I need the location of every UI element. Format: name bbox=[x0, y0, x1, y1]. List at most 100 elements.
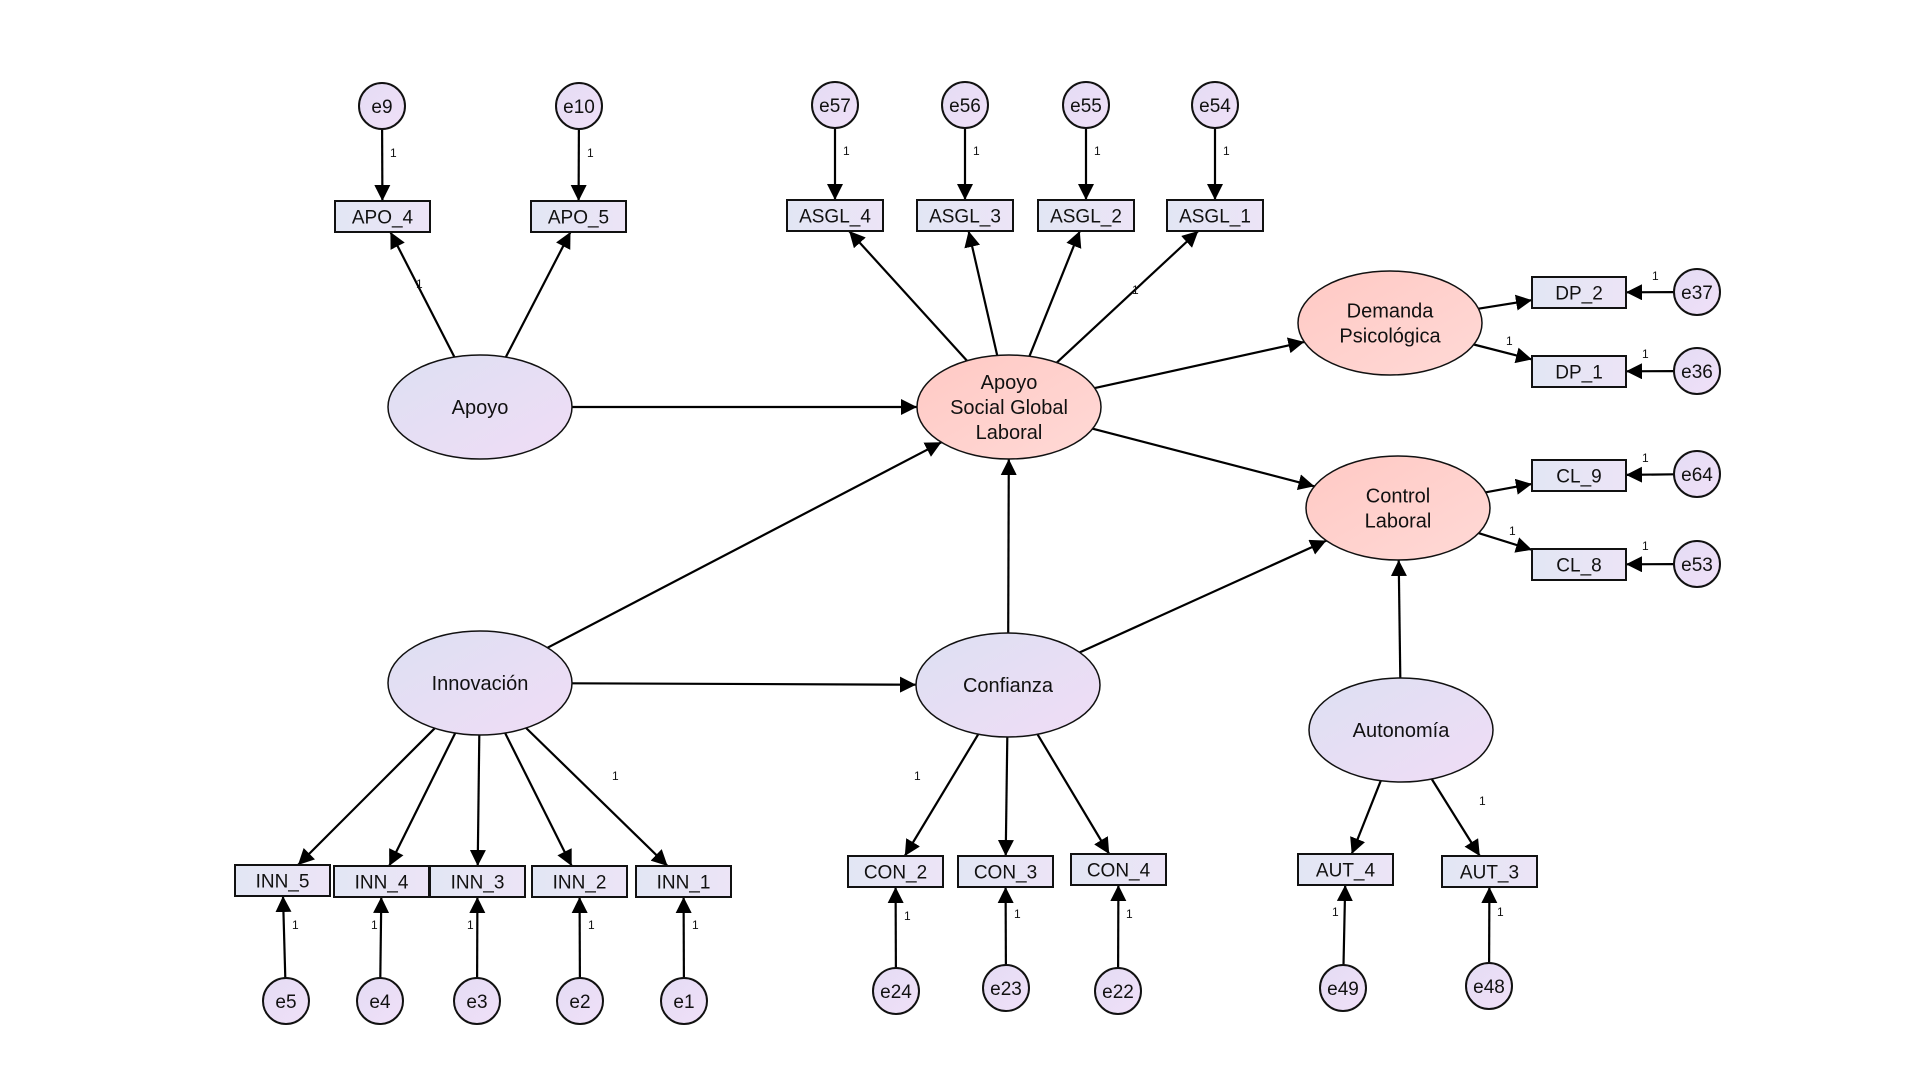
latent-variable-autonomia[interactable]: Autonomía bbox=[1308, 677, 1494, 783]
fixed-loading-label: 1 bbox=[416, 277, 423, 291]
error-label: e37 bbox=[1681, 283, 1713, 304]
fixed-error-weight-label: 1 bbox=[390, 146, 397, 160]
error-circle bbox=[1094, 967, 1142, 1015]
loading-path-apoyo-to-APO_4 bbox=[389, 231, 456, 358]
latent-label: Innovación bbox=[432, 673, 529, 695]
loading-path-confianza-to-CON_3 bbox=[997, 736, 1014, 857]
indicator-label: ASGL_4 bbox=[799, 207, 871, 228]
error-term-e37[interactable]: e37 bbox=[1673, 268, 1721, 316]
error-term-e48[interactable]: e48 bbox=[1465, 962, 1513, 1010]
indicator-INN_4[interactable]: INN_4 bbox=[333, 865, 430, 898]
indicator-INN_1[interactable]: INN_1 bbox=[635, 865, 732, 898]
latent-variable-confianza[interactable]: Confianza bbox=[915, 632, 1101, 738]
error-term-e24[interactable]: e24 bbox=[872, 967, 920, 1015]
indicator-CL_8[interactable]: CL_8 bbox=[1531, 548, 1627, 581]
fixed-error-weight-label: 1 bbox=[1332, 905, 1339, 919]
latent-variable-apoyo[interactable]: Apoyo bbox=[387, 354, 573, 460]
indicator-DP_1[interactable]: DP_1 bbox=[1531, 355, 1627, 388]
error-label: e24 bbox=[880, 982, 912, 1003]
error-term-e23[interactable]: e23 bbox=[982, 964, 1030, 1012]
indicator-ASGL_1[interactable]: ASGL_1 bbox=[1166, 199, 1264, 232]
indicator-CON_4[interactable]: CON_4 bbox=[1070, 853, 1167, 886]
error-circle bbox=[1465, 962, 1513, 1010]
error-label: e4 bbox=[369, 992, 391, 1013]
error-label: e10 bbox=[563, 97, 595, 118]
error-path-e5-to-INN_5 bbox=[275, 895, 292, 979]
error-path-e64-to-CL_9 bbox=[1625, 466, 1675, 483]
error-term-e2[interactable]: e2 bbox=[556, 977, 604, 1025]
error-term-e54[interactable]: e54 bbox=[1191, 81, 1239, 129]
indicator-DP_2[interactable]: DP_2 bbox=[1531, 276, 1627, 309]
error-circle bbox=[1673, 450, 1721, 498]
error-term-e10[interactable]: e10 bbox=[555, 82, 603, 130]
error-circle bbox=[872, 967, 920, 1015]
error-circle bbox=[356, 977, 404, 1025]
error-label: e3 bbox=[466, 992, 487, 1013]
latent-label: Laboral bbox=[1365, 511, 1432, 533]
error-circle bbox=[811, 81, 859, 129]
loading-path-confianza-to-CON_4 bbox=[1036, 733, 1111, 855]
error-circle bbox=[941, 81, 989, 129]
fixed-error-weight-label: 1 bbox=[467, 918, 474, 932]
indicator-label: ASGL_1 bbox=[1179, 207, 1251, 228]
latent-label: Apoyo bbox=[981, 372, 1038, 394]
indicator-box bbox=[429, 865, 526, 898]
indicator-ASGL_4[interactable]: ASGL_4 bbox=[786, 199, 884, 232]
indicator-box bbox=[916, 199, 1014, 232]
indicator-INN_3[interactable]: INN_3 bbox=[429, 865, 526, 898]
error-term-e56[interactable]: e56 bbox=[941, 81, 989, 129]
indicator-INN_2[interactable]: INN_2 bbox=[531, 865, 628, 898]
error-label: e9 bbox=[371, 97, 392, 118]
fixed-loading-label: 1 bbox=[612, 769, 619, 783]
error-term-e55[interactable]: e55 bbox=[1062, 81, 1110, 129]
fixed-error-weight-label: 1 bbox=[587, 146, 594, 160]
error-circle bbox=[1319, 964, 1367, 1012]
error-term-e1[interactable]: e1 bbox=[660, 977, 708, 1025]
fixed-error-weight-label: 1 bbox=[1652, 269, 1659, 283]
loading-path-asgl-to-ASGL_4 bbox=[848, 230, 968, 362]
error-term-e9[interactable]: e9 bbox=[358, 82, 406, 130]
error-term-e22[interactable]: e22 bbox=[1094, 967, 1142, 1015]
fixed-error-weight-label: 1 bbox=[371, 918, 378, 932]
error-term-e3[interactable]: e3 bbox=[453, 977, 501, 1025]
indicator-box bbox=[1531, 276, 1627, 309]
error-label: e54 bbox=[1199, 96, 1231, 117]
error-term-e64[interactable]: e64 bbox=[1673, 450, 1721, 498]
error-term-e5[interactable]: e5 bbox=[262, 977, 310, 1025]
latent-label: Confianza bbox=[963, 675, 1054, 697]
indicator-AUT_3[interactable]: AUT_3 bbox=[1441, 855, 1538, 888]
error-term-e53[interactable]: e53 bbox=[1673, 540, 1721, 588]
indicator-CON_3[interactable]: CON_3 bbox=[957, 855, 1054, 888]
indicator-ASGL_2[interactable]: ASGL_2 bbox=[1037, 199, 1135, 232]
error-term-e57[interactable]: e57 bbox=[811, 81, 859, 129]
error-circle bbox=[660, 977, 708, 1025]
error-circle bbox=[358, 82, 406, 130]
loading-path-demanda-to-DP_2 bbox=[1478, 294, 1533, 311]
fixed-error-weight-label: 1 bbox=[1642, 451, 1649, 465]
indicator-CON_2[interactable]: CON_2 bbox=[847, 855, 944, 888]
indicator-APO_4[interactable]: APO_4 bbox=[334, 200, 431, 233]
indicator-ASGL_3[interactable]: ASGL_3 bbox=[916, 199, 1014, 232]
fixed-loading-label: 1 bbox=[914, 769, 921, 783]
indicator-label: DP_1 bbox=[1555, 363, 1603, 384]
error-term-e36[interactable]: e36 bbox=[1673, 347, 1721, 395]
error-circle bbox=[982, 964, 1030, 1012]
error-label: e56 bbox=[949, 96, 981, 117]
indicator-CL_9[interactable]: CL_9 bbox=[1531, 459, 1627, 492]
indicator-box bbox=[1531, 355, 1627, 388]
structural-path-innovacion-to-confianza bbox=[571, 676, 917, 693]
indicator-APO_5[interactable]: APO_5 bbox=[530, 200, 627, 233]
indicator-box bbox=[1297, 853, 1394, 886]
latent-variable-innovacion[interactable]: Innovación bbox=[387, 630, 573, 736]
error-term-e4[interactable]: e4 bbox=[356, 977, 404, 1025]
indicator-label: INN_2 bbox=[553, 873, 607, 894]
error-label: e64 bbox=[1681, 465, 1713, 486]
indicator-label: APO_4 bbox=[352, 208, 414, 229]
error-term-e49[interactable]: e49 bbox=[1319, 964, 1367, 1012]
indicator-AUT_4[interactable]: AUT_4 bbox=[1297, 853, 1394, 886]
indicator-INN_5[interactable]: INN_5 bbox=[234, 864, 331, 897]
latent-ellipse bbox=[1308, 677, 1494, 783]
